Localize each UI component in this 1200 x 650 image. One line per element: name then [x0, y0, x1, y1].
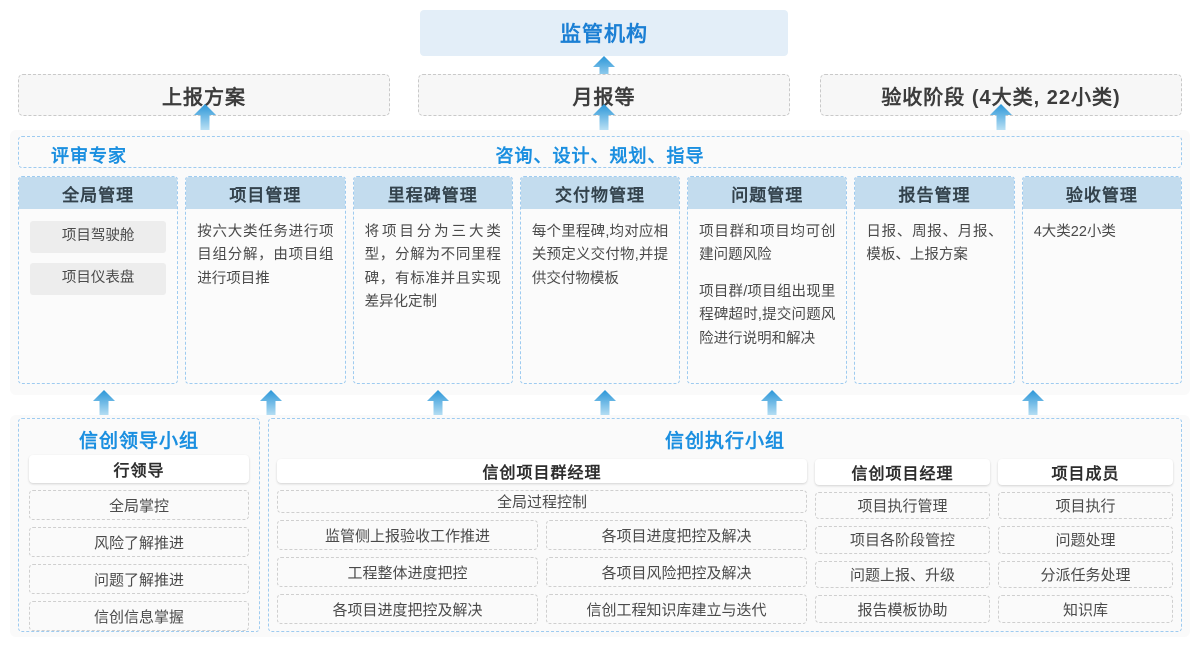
duty-item[interactable]: 问题了解推进: [29, 564, 249, 594]
card-title: 验收管理: [1022, 177, 1181, 209]
card-body: 4大类22小类: [1023, 209, 1181, 383]
group-leadership: 信创领导小组 行领导 全局掌控 风险了解推进 问题了解推进 信创信息掌握: [18, 418, 260, 632]
duty-item[interactable]: 监管侧上报验收工作推进: [277, 520, 538, 550]
card-paragraph: 项目群和项目均可创建问题风险: [699, 224, 836, 264]
card-title: 报告管理: [855, 177, 1014, 209]
role-bank-leader[interactable]: 行领导: [29, 455, 249, 483]
card-milestone-management[interactable]: 里程碑管理 将项目分为三大类型，分解为不同里程碑，有标准并且实现差异化定制: [352, 176, 513, 384]
duty-item[interactable]: 问题上报、升级: [815, 560, 990, 589]
card-body: 日报、周报、月报、模板、上报方案: [855, 209, 1013, 383]
arrow-up-icon-card-4: [594, 390, 616, 416]
duty-item[interactable]: 报告模板协助: [815, 595, 990, 623]
card-paragraph: 4大类22小类: [1033, 224, 1116, 240]
consulting-label: 咨询、设计、规划、指导: [495, 146, 705, 166]
arrow-up-icon-card-2: [260, 390, 282, 416]
group-title: 信创执行小组: [664, 431, 785, 452]
column-project-member: 项目成员 项目执行 问题处理 分派任务处理 知识库: [998, 459, 1173, 623]
regulator-label: 监管机构: [560, 23, 648, 46]
duty-item[interactable]: 风险了解推进: [29, 527, 249, 557]
card-title: 全局管理: [19, 177, 178, 209]
card-acceptance-management[interactable]: 验收管理 4大类22小类: [1021, 176, 1182, 384]
program-manager-right-duties: 各项目进度把控及解决 各项目风险把控及解决 信创工程知识库建立与迭代: [546, 520, 807, 624]
card-global-management[interactable]: 全局管理 项目驾驶舱 项目仪表盘: [18, 176, 179, 384]
card-paragraph: 项目群/项目组出现里程碑超时,提交问题风险进行说明和解决: [699, 283, 836, 347]
leadership-items: 行领导 全局掌控 风险了解推进 问题了解推进 信创信息掌握: [19, 455, 259, 631]
role-program-manager[interactable]: 信创项目群经理: [277, 459, 807, 483]
duty-item[interactable]: 项目执行管理: [815, 491, 990, 520]
duty-item[interactable]: 知识库: [998, 595, 1173, 623]
duty-item[interactable]: 问题处理: [998, 526, 1173, 554]
report-label: 月报等: [572, 86, 636, 109]
regulator-box: 监管机构: [420, 10, 788, 56]
column-project-manager: 信创项目经理 项目执行管理 项目各阶段管控 问题上报、升级 报告模板协助: [815, 459, 990, 623]
execution-columns: 信创项目群经理 全局过程控制 监管侧上报验收工作推进 工程整体进度把控 各项目进…: [277, 459, 1173, 624]
arrow-up-icon-card-3: [427, 390, 449, 416]
arrow-up-icon-to-acceptance: [990, 104, 1012, 130]
duty-item[interactable]: 信创工程知识库建立与迭代: [546, 594, 807, 624]
review-expert-label: 评审专家: [51, 146, 127, 166]
arrow-up-icon-card-1: [93, 390, 115, 416]
card-body: 按六大类任务进行项目组分解，由项目组进行项目推: [186, 209, 344, 383]
group-title: 信创领导小组: [78, 431, 199, 452]
arrow-up-icon-to-regulator: [593, 56, 615, 82]
duty-item[interactable]: 各项目进度把控及解决: [277, 594, 538, 624]
arrow-up-icon-card-6: [1022, 390, 1044, 416]
card-title: 问题管理: [688, 177, 847, 209]
card-paragraph: 每个里程碑,均对应相关预定义交付物,并提供交付物模板: [531, 224, 669, 287]
card-body: 项目群和项目均可创建问题风险 项目群/项目组出现里程碑超时,提交问题风险进行说明…: [688, 209, 846, 383]
report-label: 验收阶段 (4大类, 22小类): [881, 86, 1121, 109]
arrow-up-icon-card-5: [761, 390, 783, 416]
card-title: 里程碑管理: [353, 177, 512, 209]
card-body: 项目驾驶舱 项目仪表盘: [19, 209, 177, 383]
duty-item[interactable]: 各项目进度把控及解决: [546, 520, 807, 550]
duty-item[interactable]: 各项目风险把控及解决: [546, 557, 807, 587]
card-body: 每个里程碑,均对应相关预定义交付物,并提供交付物模板: [521, 209, 679, 383]
card-paragraph: 按六大类任务进行项目组分解，由项目组进行项目推: [197, 224, 334, 287]
duty-item[interactable]: 项目执行: [998, 491, 1173, 520]
capability-card-list: 全局管理 项目驾驶舱 项目仪表盘 项目管理 按六大类任务进行项目组分解，由项目组…: [18, 176, 1182, 384]
card-paragraph: 将项目分为三大类型，分解为不同里程碑，有标准并且实现差异化定制: [364, 224, 501, 311]
duty-item[interactable]: 信创信息掌握: [29, 601, 249, 631]
program-manager-left-duties: 监管侧上报验收工作推进 工程整体进度把控 各项目进度把控及解决: [277, 520, 538, 624]
duty-item[interactable]: 分派任务处理: [998, 560, 1173, 589]
role-project-manager[interactable]: 信创项目经理: [815, 459, 990, 485]
group-execution: 信创执行小组 信创项目群经理 全局过程控制 监管侧上报验收工作推进 工程整体进度…: [268, 418, 1182, 632]
card-title: 项目管理: [186, 177, 345, 209]
duty-item[interactable]: 项目各阶段管控: [815, 526, 990, 554]
arrow-up-icon-to-monthly: [593, 104, 615, 130]
card-body: 将项目分为三大类型，分解为不同里程碑，有标准并且实现差异化定制: [354, 209, 512, 383]
card-deliverable-management[interactable]: 交付物管理 每个里程碑,均对应相关预定义交付物,并提供交付物模板: [519, 176, 681, 384]
card-paragraph: 日报、周报、月报、模板、上报方案: [866, 224, 1003, 264]
card-pill[interactable]: 项目仪表盘: [30, 263, 167, 295]
duty-item[interactable]: 工程整体进度把控: [277, 557, 538, 587]
card-project-management[interactable]: 项目管理 按六大类任务进行项目组分解，由项目组进行项目推: [185, 176, 346, 384]
advisory-band: 评审专家 咨询、设计、规划、指导: [18, 136, 1182, 168]
report-box-plan: 上报方案: [18, 74, 390, 116]
card-pill[interactable]: 项目驾驶舱: [30, 221, 167, 253]
card-issue-management[interactable]: 问题管理 项目群和项目均可创建问题风险 项目群/项目组出现里程碑超时,提交问题风…: [687, 176, 848, 384]
column-program-manager: 信创项目群经理 全局过程控制 监管侧上报验收工作推进 工程整体进度把控 各项目进…: [277, 459, 807, 624]
duty-item[interactable]: 全局掌控: [29, 490, 249, 520]
program-manager-subcolumns: 监管侧上报验收工作推进 工程整体进度把控 各项目进度把控及解决 各项目进度把控及…: [277, 520, 807, 624]
duty-item-full[interactable]: 全局过程控制: [277, 490, 807, 513]
report-label: 上报方案: [162, 86, 246, 109]
arrow-up-icon-to-plan: [194, 104, 216, 130]
role-project-member[interactable]: 项目成员: [998, 459, 1173, 485]
card-title: 交付物管理: [520, 177, 680, 209]
card-report-management[interactable]: 报告管理 日报、周报、月报、模板、上报方案: [854, 176, 1015, 384]
